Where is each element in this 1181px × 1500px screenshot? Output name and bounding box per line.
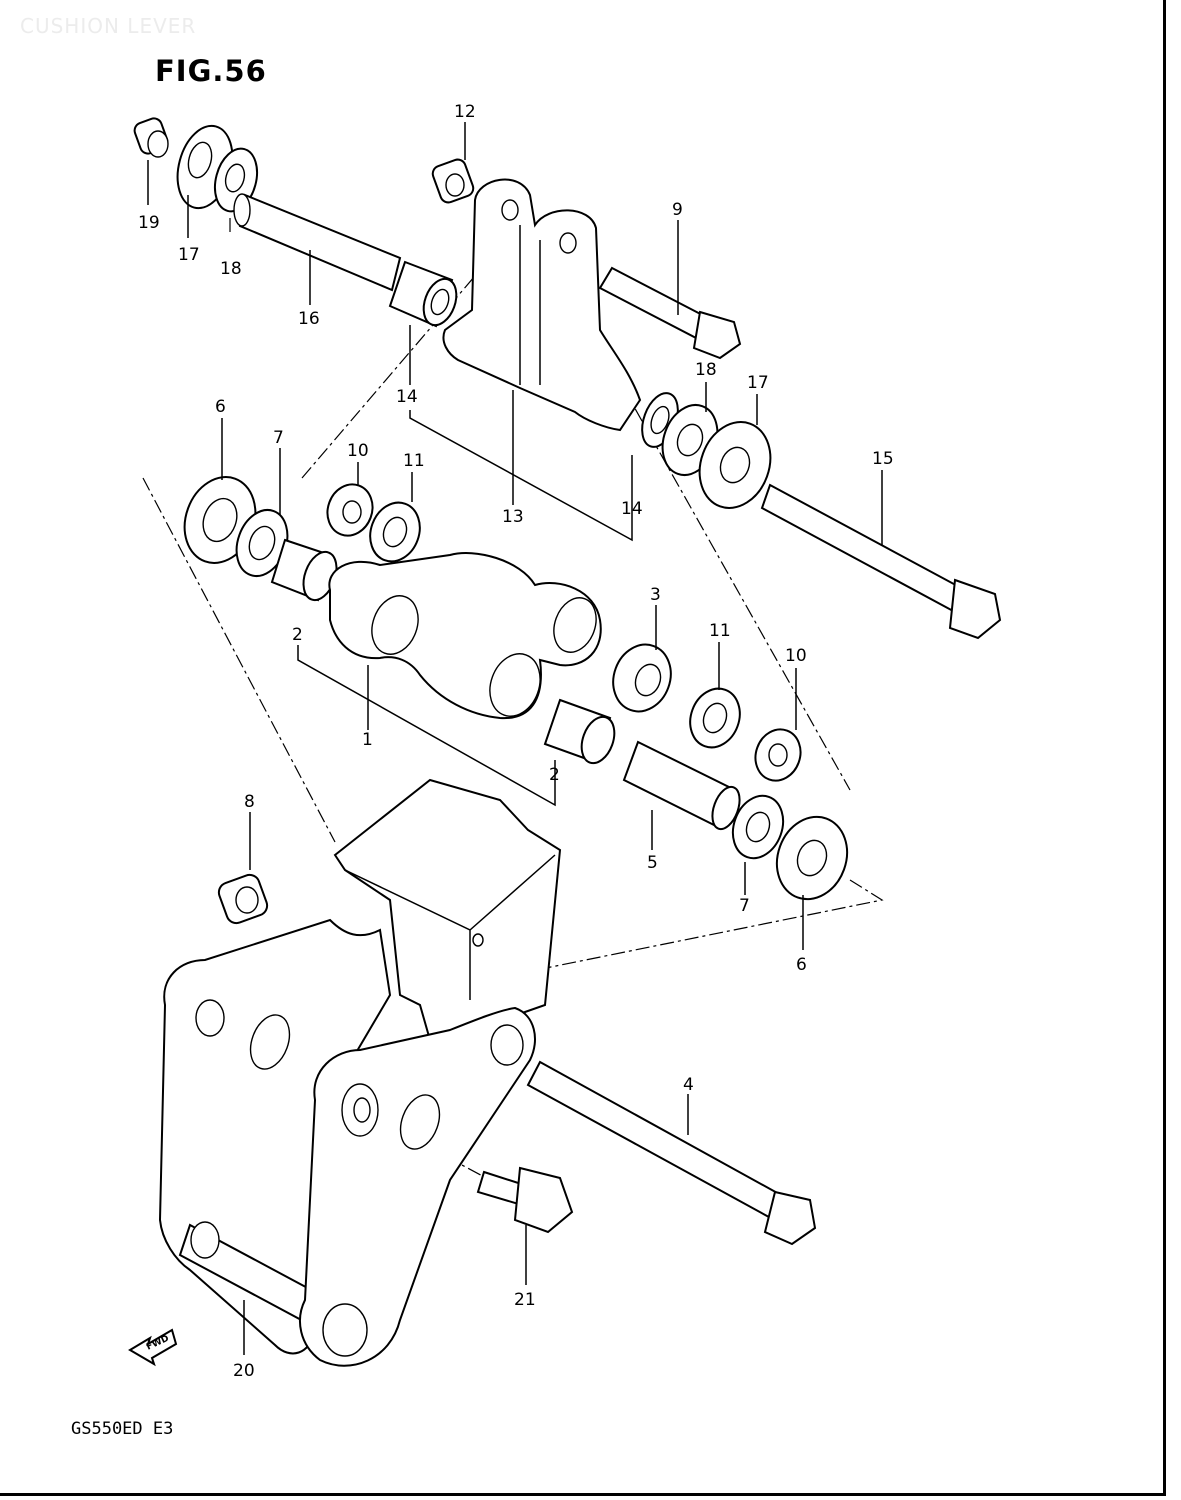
cushion-rod-bracket [333, 778, 562, 1042]
seal-11-left [369, 501, 421, 563]
callout-18-top: 18 [220, 259, 242, 279]
callout-11-left: 11 [403, 451, 425, 471]
callout-13: 13 [502, 507, 524, 527]
callout-3: 3 [650, 585, 661, 605]
washer-6-right [775, 815, 849, 901]
callout-21: 21 [514, 1290, 536, 1310]
section-title: CUSHION LEVER [20, 14, 197, 38]
bolt-21 [476, 1166, 574, 1234]
cushion-lever-1 [328, 552, 602, 720]
callout-4: 4 [683, 1075, 694, 1095]
bearing-2-right [543, 698, 616, 765]
shaft-16 [233, 193, 402, 292]
callout-17-right: 17 [747, 373, 769, 393]
assembly-outline-right [545, 879, 884, 969]
nut-19 [133, 117, 169, 158]
fwd-arrow-icon: FWD [128, 1328, 178, 1367]
callout-7-left: 7 [273, 428, 284, 448]
callout-19: 19 [138, 213, 160, 233]
callout-10-left: 10 [347, 441, 369, 461]
bolt-4 [526, 1060, 817, 1246]
callout-2-right: 2 [549, 765, 560, 785]
callout-17-top: 17 [178, 245, 200, 265]
washer-17-right [698, 421, 772, 509]
washer-7-right [731, 794, 785, 860]
callout-11-right: 11 [709, 621, 731, 641]
bearing-2-left [270, 538, 338, 602]
callout-16: 16 [298, 309, 320, 329]
callout-2-left: 2 [292, 625, 303, 645]
callout-7-right: 7 [739, 896, 750, 916]
nut-12 [431, 158, 475, 204]
frame-border-bottom [0, 1493, 1166, 1496]
callout-15: 15 [872, 449, 894, 469]
callout-10-right: 10 [785, 646, 807, 666]
cushion-rod-20 [158, 918, 392, 1355]
bolt-15 [760, 483, 1002, 640]
callout-1: 1 [362, 730, 373, 750]
collar-5 [622, 740, 741, 831]
figure-title: FIG.56 [155, 54, 267, 88]
axis-line-21 [401, 1132, 491, 1181]
callout-14-top: 14 [396, 387, 418, 407]
seal-11-right [689, 687, 741, 749]
callout-6-left: 6 [215, 397, 226, 417]
callout-labels: 12 19 17 18 16 9 6 7 10 11 14 18 17 15 1… [138, 102, 894, 1381]
bushing-3 [612, 643, 672, 713]
bracket-13 [442, 178, 642, 432]
spacer-10-left [326, 483, 374, 537]
callout-5: 5 [647, 853, 658, 873]
assembly-outline-lower [142, 477, 336, 843]
nut-8 [217, 873, 269, 925]
callout-20: 20 [233, 1361, 255, 1381]
callout-6-right: 6 [796, 955, 807, 975]
model-code: GS550ED E3 [71, 1419, 174, 1439]
callout-9: 9 [672, 200, 683, 220]
bolt-9 [598, 266, 742, 360]
callout-12: 12 [454, 102, 476, 122]
callout-18-right: 18 [695, 360, 717, 380]
frame-border-right [1163, 0, 1166, 1496]
leader-lines [147, 122, 883, 1355]
spacer-10-right [754, 728, 802, 782]
bearing-14-top [388, 260, 458, 328]
callout-8: 8 [244, 792, 255, 812]
cushion-rod-20-inner [299, 1006, 536, 1367]
callout-14-right: 14 [621, 499, 643, 519]
